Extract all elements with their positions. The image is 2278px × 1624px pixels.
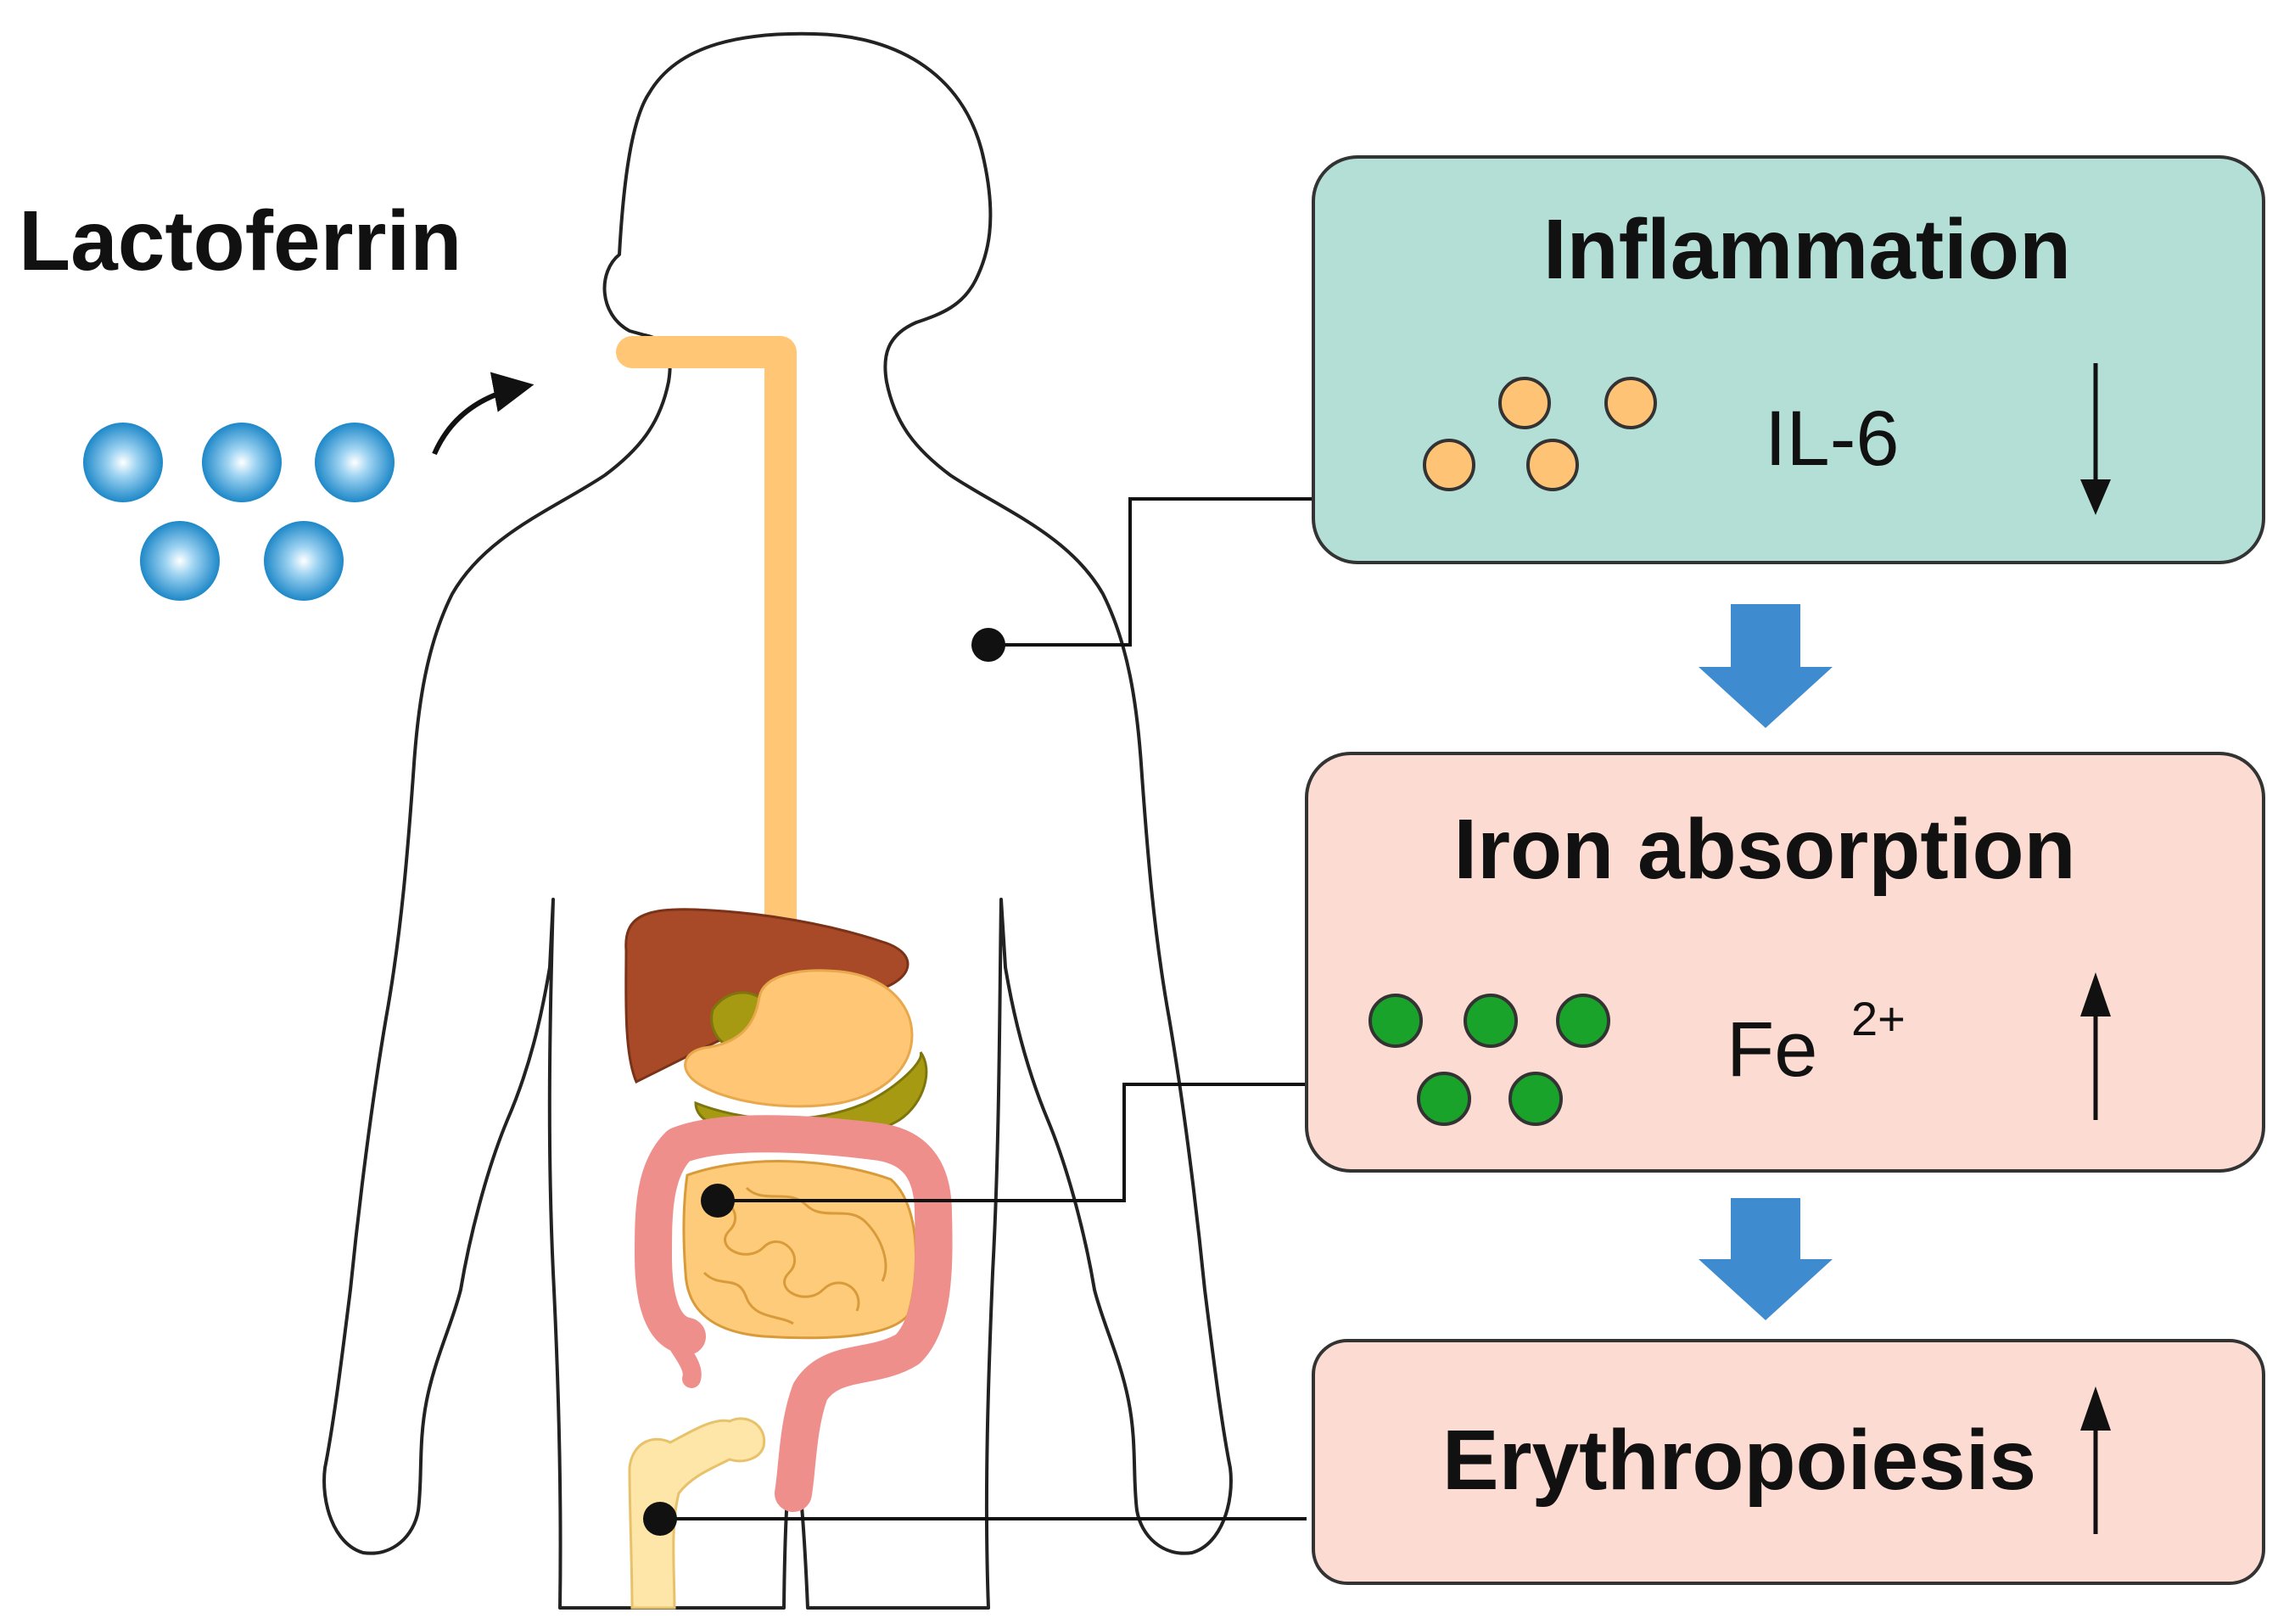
esophagus bbox=[616, 336, 797, 1017]
connector-dot-intestine bbox=[701, 1184, 735, 1218]
lactoferrin-sphere bbox=[202, 423, 282, 502]
iron-label: Fe bbox=[1727, 1006, 1817, 1093]
iron-charge: 2+ bbox=[1851, 992, 1906, 1045]
connector-dot-chest bbox=[971, 628, 1005, 662]
stomach bbox=[684, 969, 914, 1108]
il6-dot bbox=[1498, 377, 1551, 429]
lactoferrin-sphere bbox=[83, 423, 163, 502]
body-silhouette bbox=[322, 31, 1233, 1610]
erythropoiesis-title: Erythropoiesis bbox=[1442, 1413, 2036, 1508]
il6-label: IL-6 bbox=[1765, 395, 1900, 482]
lactoferrin-spheres bbox=[83, 423, 395, 601]
il6-dot bbox=[1423, 439, 1475, 491]
lactoferrin-sphere bbox=[264, 521, 344, 601]
connector-iron bbox=[718, 1083, 1307, 1202]
lactoferrin-sphere bbox=[140, 521, 220, 601]
arrow-down-icon bbox=[2080, 363, 2111, 515]
iron-dot bbox=[1368, 994, 1423, 1048]
arrow-up-icon bbox=[2080, 1386, 2111, 1534]
colon-tail bbox=[661, 1323, 702, 1388]
ingestion-arrow bbox=[432, 372, 535, 456]
iron-absorption-box: Iron absorption Fe 2+ bbox=[1305, 752, 2265, 1173]
il6-dot bbox=[1604, 377, 1657, 429]
lactoferrin-title: Lactoferrin bbox=[19, 193, 462, 288]
flow-arrow-2 bbox=[1699, 1198, 1833, 1320]
connectors bbox=[660, 497, 1313, 1520]
colon bbox=[635, 1115, 953, 1512]
arrow-up-icon bbox=[2080, 972, 2111, 1120]
erythropoiesis-box: Erythropoiesis bbox=[1312, 1339, 2265, 1585]
inflammation-box: Inflammation IL-6 bbox=[1312, 155, 2265, 564]
iron-dot bbox=[1508, 1072, 1563, 1126]
iron-dot bbox=[1556, 994, 1610, 1048]
flow-arrow-1 bbox=[1699, 604, 1833, 728]
inflammation-title: Inflammation bbox=[1543, 202, 2071, 297]
iron-dot bbox=[1417, 1072, 1471, 1126]
connector-inflammation bbox=[988, 497, 1313, 647]
il6-dot bbox=[1526, 439, 1579, 491]
lactoferrin-sphere bbox=[315, 423, 395, 502]
iron-absorption-title: Iron absorption bbox=[1453, 802, 2075, 897]
femur-bone bbox=[628, 1417, 766, 1610]
connector-dot-bone bbox=[643, 1502, 677, 1536]
small-intestine bbox=[682, 1160, 917, 1340]
iron-dot bbox=[1464, 994, 1518, 1048]
